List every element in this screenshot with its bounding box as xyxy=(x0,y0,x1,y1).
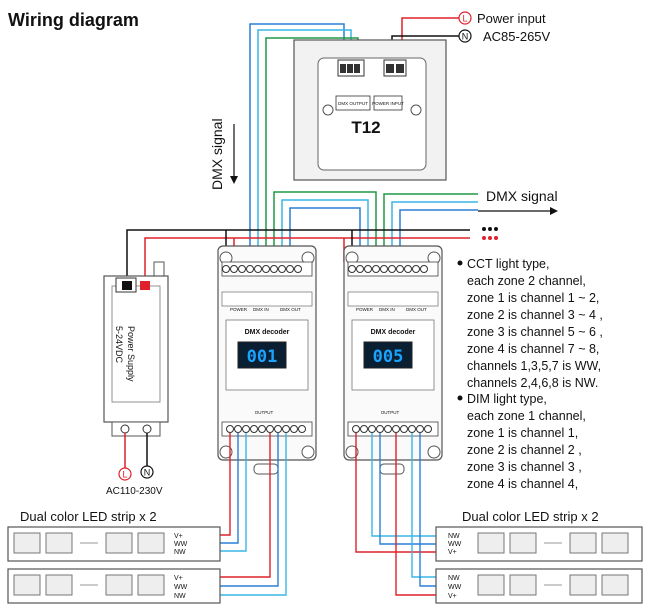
decoder-2-label: DMX decoder xyxy=(371,329,416,336)
decoder-2-dmx-out-label: DMX OUT xyxy=(406,307,427,312)
decoder-1-output-label: OUTPUT xyxy=(255,410,274,415)
psu-neutral-terminal-icon xyxy=(140,465,154,479)
cct-note-line: channels 1,3,5,7 is WW, xyxy=(467,359,601,373)
bus-dot xyxy=(488,236,492,240)
bus-dot xyxy=(482,227,486,231)
left-strip-2-nw: NW xyxy=(174,593,186,600)
dmx-out-wire-cyan xyxy=(391,201,478,262)
dmx-out-wire-blue xyxy=(399,209,478,262)
t12-dmx-output-label: DMX OUTPUT xyxy=(338,101,368,106)
neutral-terminal-label: N xyxy=(462,32,469,42)
notes: CCT light type, each zone 2 channel, zon… xyxy=(457,257,603,491)
power-supply: Power Supply 5-24VDC xyxy=(103,261,169,437)
cct-note-line: zone 1 is channel 1 ~ 2, xyxy=(467,291,599,305)
dec2-out-vplus-1 xyxy=(355,433,458,553)
decoder-2-display xyxy=(363,341,413,369)
dim-bullet-icon xyxy=(457,395,463,401)
decoder-1-display xyxy=(237,341,287,369)
psu-live-label: L xyxy=(122,470,127,480)
decoder-1: POWER DMX IN DMX OUT DMX decoder 001 OUT… xyxy=(217,245,317,475)
decoder-2-dmx-in-label: DMX IN xyxy=(379,307,395,312)
power-input-label: Power input xyxy=(477,11,546,26)
dmx-signal-vertical-label: DMX signal xyxy=(209,118,225,190)
decoder-1-dmx-out-label: DMX OUT xyxy=(280,307,301,312)
decoder-1-dmx-in-label: DMX IN xyxy=(253,307,269,312)
dec2-out-nw-1 xyxy=(371,433,458,537)
t12-face xyxy=(317,57,427,171)
decoder-2: POWER DMX IN DMX OUT DMX decoder 005 OUT… xyxy=(343,245,443,475)
cct-note-line: zone 2 is channel 3 ~ 4 , xyxy=(467,308,603,322)
t12-screw-hole xyxy=(410,104,422,116)
t12-name: T12 xyxy=(351,118,380,137)
left-strip-2-vplus: V+ xyxy=(174,575,183,582)
decoder-2-power-label: POWER xyxy=(356,307,374,312)
right-strip-1-vplus: V+ xyxy=(448,549,457,556)
left-strip-1-vplus: V+ xyxy=(174,533,183,540)
bus-dot xyxy=(494,236,498,240)
power-supply-label: Power Supply xyxy=(126,326,136,382)
diagram-title: Wiring diagram xyxy=(8,10,139,30)
dim-note-line: each zone 1 channel, xyxy=(467,409,586,423)
left-strip-1-ww: WW xyxy=(174,541,188,548)
dim-note-line: DIM light type, xyxy=(467,392,547,406)
dec1-out-ww-2 xyxy=(192,433,279,587)
right-strip-label: Dual color LED strip x 2 xyxy=(462,509,599,524)
decoder-2-output-label: OUTPUT xyxy=(381,410,400,415)
left-led-strip-2: V+ WW NW xyxy=(7,568,221,604)
right-led-strip-2: NW WW V+ xyxy=(435,568,643,604)
bus-dot xyxy=(482,236,486,240)
cct-note-line: each zone 2 channel, xyxy=(467,274,586,288)
psu-neutral-label: N xyxy=(144,468,151,478)
right-strip-2-nw: NW xyxy=(448,575,460,582)
dec1-out-nw-2 xyxy=(192,433,287,596)
live-terminal-label: L xyxy=(462,14,467,24)
dmx-out-arrowhead xyxy=(550,207,558,215)
dmx-signal-down-arrowhead xyxy=(230,176,238,184)
right-led-strip-1: NW WW V+ xyxy=(435,526,643,562)
decoder-1-label: DMX decoder xyxy=(245,329,290,336)
chain-wire-blue xyxy=(289,207,361,262)
cct-note-line: zone 4 is channel 7 ~ 8, xyxy=(467,342,599,356)
right-strip-1-ww: WW xyxy=(448,541,462,548)
right-strip-2-ww: WW xyxy=(448,584,462,591)
dc-negative-bus xyxy=(126,229,470,282)
decoder-2-display-value: 005 xyxy=(373,347,404,367)
right-strip-1-nw: NW xyxy=(448,533,460,540)
bus-dot xyxy=(494,227,498,231)
dc-positive-bus xyxy=(144,237,470,282)
t12-screw-hole xyxy=(322,104,334,116)
right-strip-2-vplus: V+ xyxy=(448,593,457,600)
dim-note-line: zone 4 is channel 4, xyxy=(467,477,578,491)
power-supply-voltage: 5-24VDC xyxy=(114,326,124,364)
cct-note-line: zone 3 is channel 5 ~ 6 , xyxy=(467,325,603,339)
decoder-1-display-value: 001 xyxy=(247,347,278,367)
psu-live-terminal-icon xyxy=(118,467,132,481)
dim-note-line: zone 1 is channel 1, xyxy=(467,426,578,440)
left-led-strip-1: V+ WW NW xyxy=(7,526,221,562)
bus-dot xyxy=(488,227,492,231)
cct-bullet-icon xyxy=(457,260,463,266)
cct-note-line: CCT light type, xyxy=(467,257,549,271)
chain-wire-green xyxy=(273,191,377,262)
left-strip-label: Dual color LED strip x 2 xyxy=(20,509,157,524)
left-strip-1-nw: NW xyxy=(174,549,186,556)
cct-note-line: channels 2,4,6,8 is NW. xyxy=(467,376,598,390)
dim-note-line: zone 2 is channel 2 , xyxy=(467,443,582,457)
power-voltage-label: AC85-265V xyxy=(483,29,551,44)
left-strip-2-ww: WW xyxy=(174,584,188,591)
dmx-out-wire-green xyxy=(383,193,478,262)
dec2-out-ww-1 xyxy=(379,433,458,545)
decoder-1-power-label: POWER xyxy=(230,307,248,312)
chain-wire-cyan xyxy=(281,199,369,262)
t12-power-input-label: POWER INPUT xyxy=(372,101,404,106)
psu-ac-label: AC110-230V xyxy=(106,486,163,497)
dim-note-line: zone 3 is channel 3 , xyxy=(467,460,582,474)
dmx-signal-out-label: DMX signal xyxy=(486,188,558,204)
